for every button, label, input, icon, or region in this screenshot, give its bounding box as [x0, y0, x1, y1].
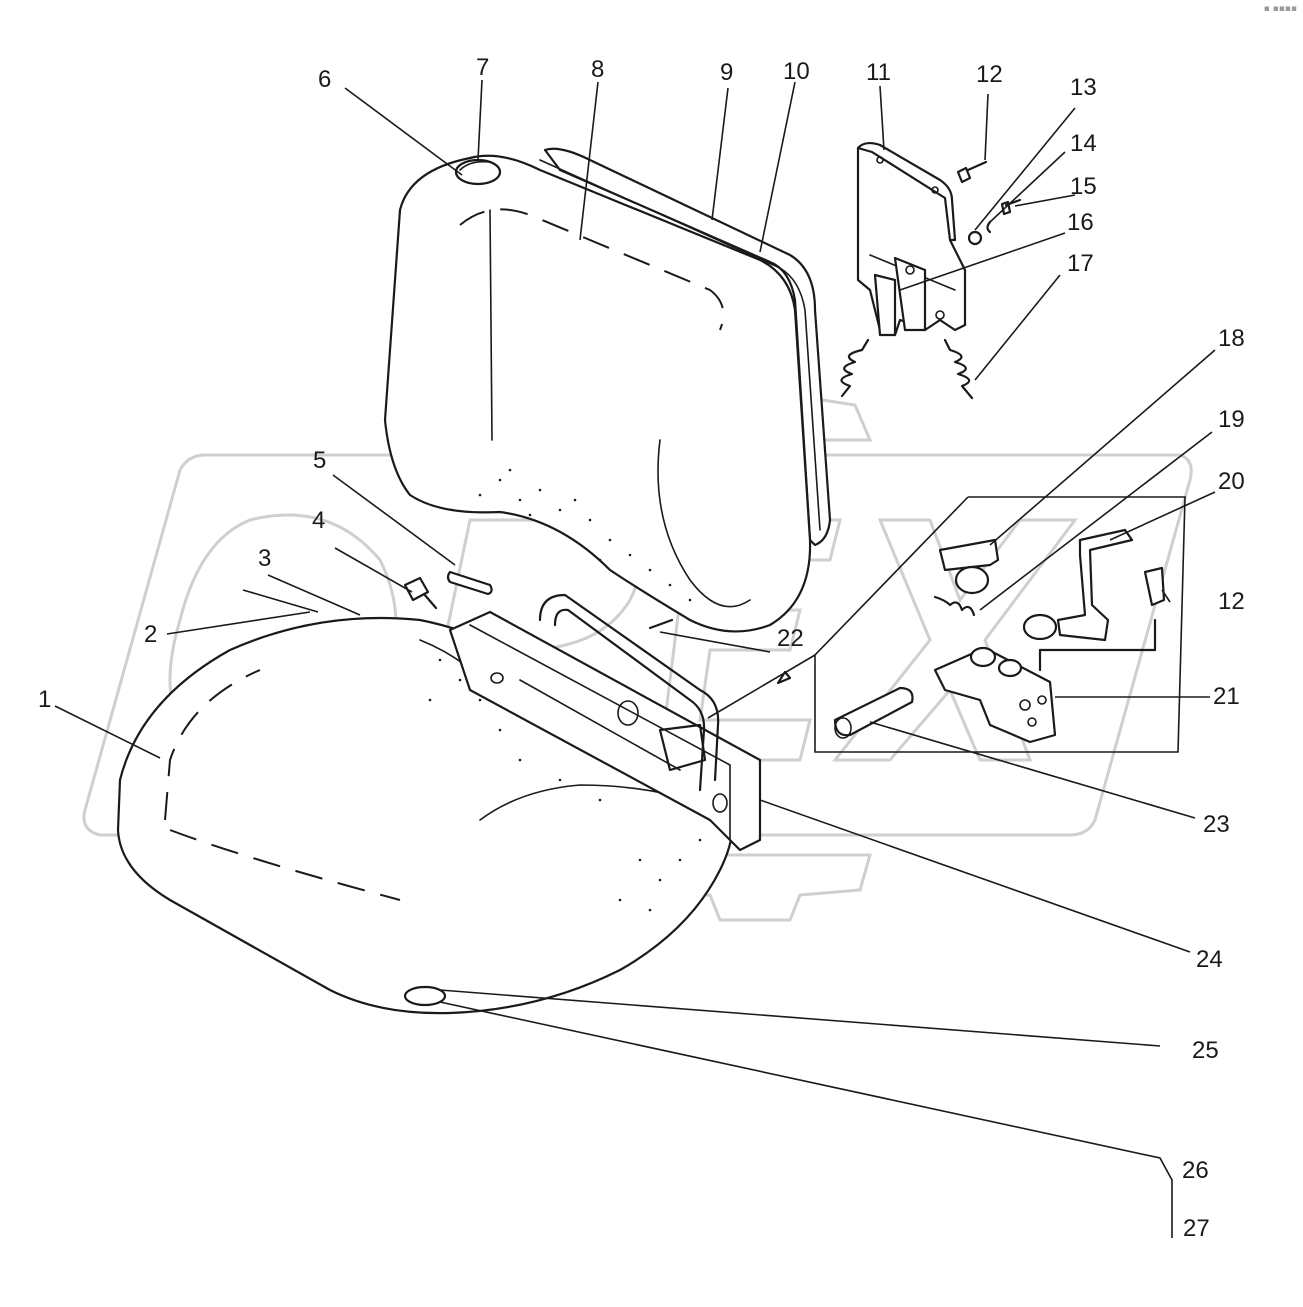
callout-26: 26 [1182, 1157, 1209, 1184]
callout-23: 23 [1203, 811, 1230, 838]
cushion-stipple [428, 658, 702, 912]
callout-6: 6 [318, 66, 331, 93]
callout-1: 1 [38, 686, 51, 713]
callout-12-top: 12 [976, 61, 1003, 88]
callout-4: 4 [312, 507, 325, 534]
seat-back-stipple [478, 468, 692, 602]
callout-17: 17 [1067, 250, 1094, 277]
callout-9: 9 [720, 59, 733, 86]
callout-labels: 1 2 3 4 5 6 7 8 9 10 11 12 13 14 15 16 1… [38, 54, 1245, 1242]
callout-3: 3 [258, 545, 271, 572]
callout-10: 10 [783, 58, 810, 85]
leader-lines [54, 79, 1216, 1238]
callout-12-detail: 12 [1218, 588, 1245, 615]
callout-13: 13 [1070, 74, 1097, 101]
callout-11: 11 [866, 59, 891, 86]
hinge-bracket-assembly [840, 141, 1022, 400]
callout-16: 16 [1067, 209, 1094, 236]
callout-8: 8 [591, 56, 604, 83]
corner-mark: ▪ ▪▪▪▪ [1263, 4, 1297, 14]
callout-5: 5 [313, 447, 326, 474]
seat-back [383, 147, 832, 633]
callout-25: 25 [1192, 1037, 1219, 1064]
callout-15: 15 [1070, 173, 1097, 200]
callout-21: 21 [1213, 683, 1240, 710]
small-parts [403, 570, 493, 610]
callout-14: 14 [1070, 130, 1097, 157]
callout-19: 19 [1218, 406, 1245, 433]
callout-18: 18 [1218, 325, 1245, 352]
mechanism-detail [707, 496, 1186, 753]
callout-20: 20 [1218, 468, 1245, 495]
callout-24: 24 [1196, 946, 1223, 973]
callout-2: 2 [144, 621, 157, 648]
seat-cushion [116, 616, 734, 1015]
callout-27: 27 [1183, 1215, 1210, 1242]
callout-7: 7 [476, 54, 489, 81]
callout-22: 22 [777, 625, 804, 652]
seat-pan-frame [448, 593, 762, 852]
